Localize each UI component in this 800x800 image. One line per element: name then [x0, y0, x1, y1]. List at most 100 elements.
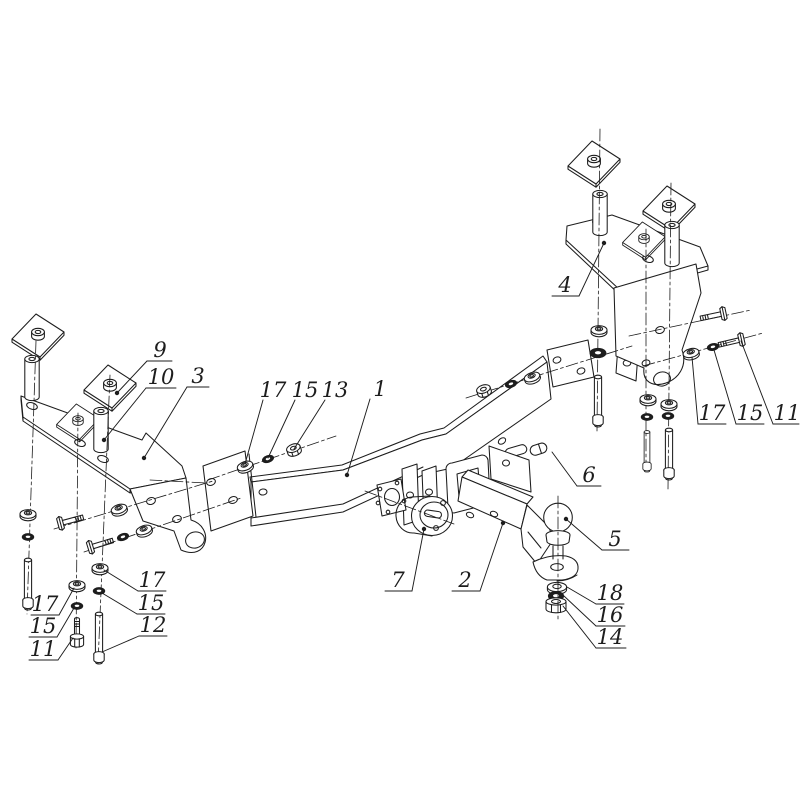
- leader-line: [101, 635, 140, 653]
- callout-18: 18: [566, 581, 625, 605]
- part-number-label: 4: [557, 273, 571, 297]
- part-number-label: 15: [737, 401, 764, 425]
- part-number-label: 9: [153, 338, 166, 362]
- lock-nut: [589, 347, 607, 359]
- part-number-label: 10: [148, 365, 175, 389]
- beam-hole: [497, 437, 507, 445]
- ball-platform: [532, 555, 579, 581]
- tow-loop-hole: [653, 371, 671, 387]
- callout-1: 1: [344, 377, 387, 478]
- callout-6: 6: [551, 451, 602, 487]
- left-mounting-bracket: [20, 395, 207, 553]
- callout-9: 9: [114, 338, 173, 396]
- leader-dot: [141, 455, 147, 461]
- callout-2: 2: [451, 520, 506, 592]
- leader-dot: [344, 472, 350, 478]
- spring-washer: [706, 341, 720, 353]
- nut-plate: [11, 313, 65, 361]
- flat-washer: [590, 325, 608, 338]
- leader-line: [411, 528, 425, 592]
- locking-pin: [529, 442, 548, 456]
- flat-washer: [68, 580, 86, 593]
- callout-17: 17: [691, 356, 727, 425]
- callout-15: 15: [713, 349, 765, 425]
- beam-fold-line: [250, 466, 424, 519]
- ball-mount-bar: [457, 469, 579, 582]
- leader-line: [566, 586, 597, 605]
- part-number-label: 15: [292, 378, 319, 402]
- flat-washer: [134, 522, 155, 540]
- part-number-label: 11: [774, 401, 800, 425]
- leader-line: [565, 518, 603, 551]
- leader-line: [143, 386, 188, 459]
- left-bracket-web: [129, 477, 207, 553]
- callout-4: 4: [551, 240, 607, 297]
- leader-dot: [601, 240, 607, 246]
- leader-line: [57, 637, 74, 661]
- spring-washer: [70, 602, 84, 610]
- leader-line: [691, 356, 699, 425]
- gusset-hole: [405, 491, 415, 499]
- part-number-label: 2: [457, 568, 471, 592]
- hex-bolt: [55, 509, 86, 532]
- beam-hole: [258, 488, 268, 496]
- callout-12: 12: [101, 613, 168, 653]
- spring-washer: [21, 533, 35, 541]
- callout-15: 15: [28, 607, 75, 638]
- callout-15: 15: [267, 378, 319, 459]
- callout-10: 10: [101, 365, 177, 443]
- part-number-label: 17: [139, 568, 166, 592]
- gusset-hole: [424, 488, 434, 496]
- leader-line: [103, 387, 147, 441]
- leader-line: [740, 340, 774, 425]
- callout-13: 13: [293, 378, 349, 450]
- part-number-label: 15: [138, 591, 165, 615]
- part-number-label: 7: [391, 568, 405, 592]
- callout-5: 5: [563, 516, 630, 551]
- ball-nut: [545, 597, 567, 614]
- leader-dot: [114, 390, 120, 396]
- part-number-label: 3: [191, 364, 204, 388]
- long-bolt: [592, 374, 604, 428]
- right-gusset-plate: [488, 445, 532, 493]
- spacer-sleeve: [24, 354, 40, 402]
- flat-washer: [660, 399, 678, 412]
- hex-bolt: [698, 305, 728, 326]
- hex-bolt: [85, 533, 116, 556]
- spring-washer: [261, 453, 275, 465]
- spacer-sleeve: [93, 406, 109, 454]
- callout-15: 15: [101, 591, 166, 615]
- callout-16: 16: [563, 595, 626, 627]
- part-number-label: 6: [582, 463, 595, 487]
- leader-line: [293, 399, 326, 450]
- leader-dot: [563, 516, 569, 522]
- leader-line: [479, 522, 504, 592]
- leader-line: [562, 605, 597, 649]
- center-lines: [26, 128, 764, 665]
- socket-bracket: [375, 478, 407, 517]
- callout-11: 11: [740, 340, 800, 425]
- callout-3: 3: [141, 364, 210, 461]
- gusset-hole: [501, 459, 511, 467]
- leader-line: [563, 595, 597, 627]
- part-number-label: 16: [597, 603, 624, 627]
- callout-17: 17: [30, 587, 75, 616]
- part-number-label: 13: [322, 378, 349, 402]
- leader-dot: [500, 520, 506, 526]
- platform-hole: [550, 563, 564, 571]
- nut-plate: [567, 140, 621, 188]
- flat-washer: [639, 394, 657, 407]
- callout-17: 17: [103, 568, 167, 592]
- leader-line: [56, 607, 75, 638]
- callout-7: 7: [384, 526, 427, 592]
- hex-bolt: [69, 617, 85, 648]
- beam-right-end-plate: [546, 339, 595, 388]
- spring-washer: [640, 413, 654, 421]
- long-bolt: [663, 427, 675, 481]
- leader-line: [267, 399, 296, 459]
- leader-line: [101, 592, 138, 615]
- tow-loop-hole: [185, 531, 205, 549]
- part-number-label: 11: [30, 637, 57, 661]
